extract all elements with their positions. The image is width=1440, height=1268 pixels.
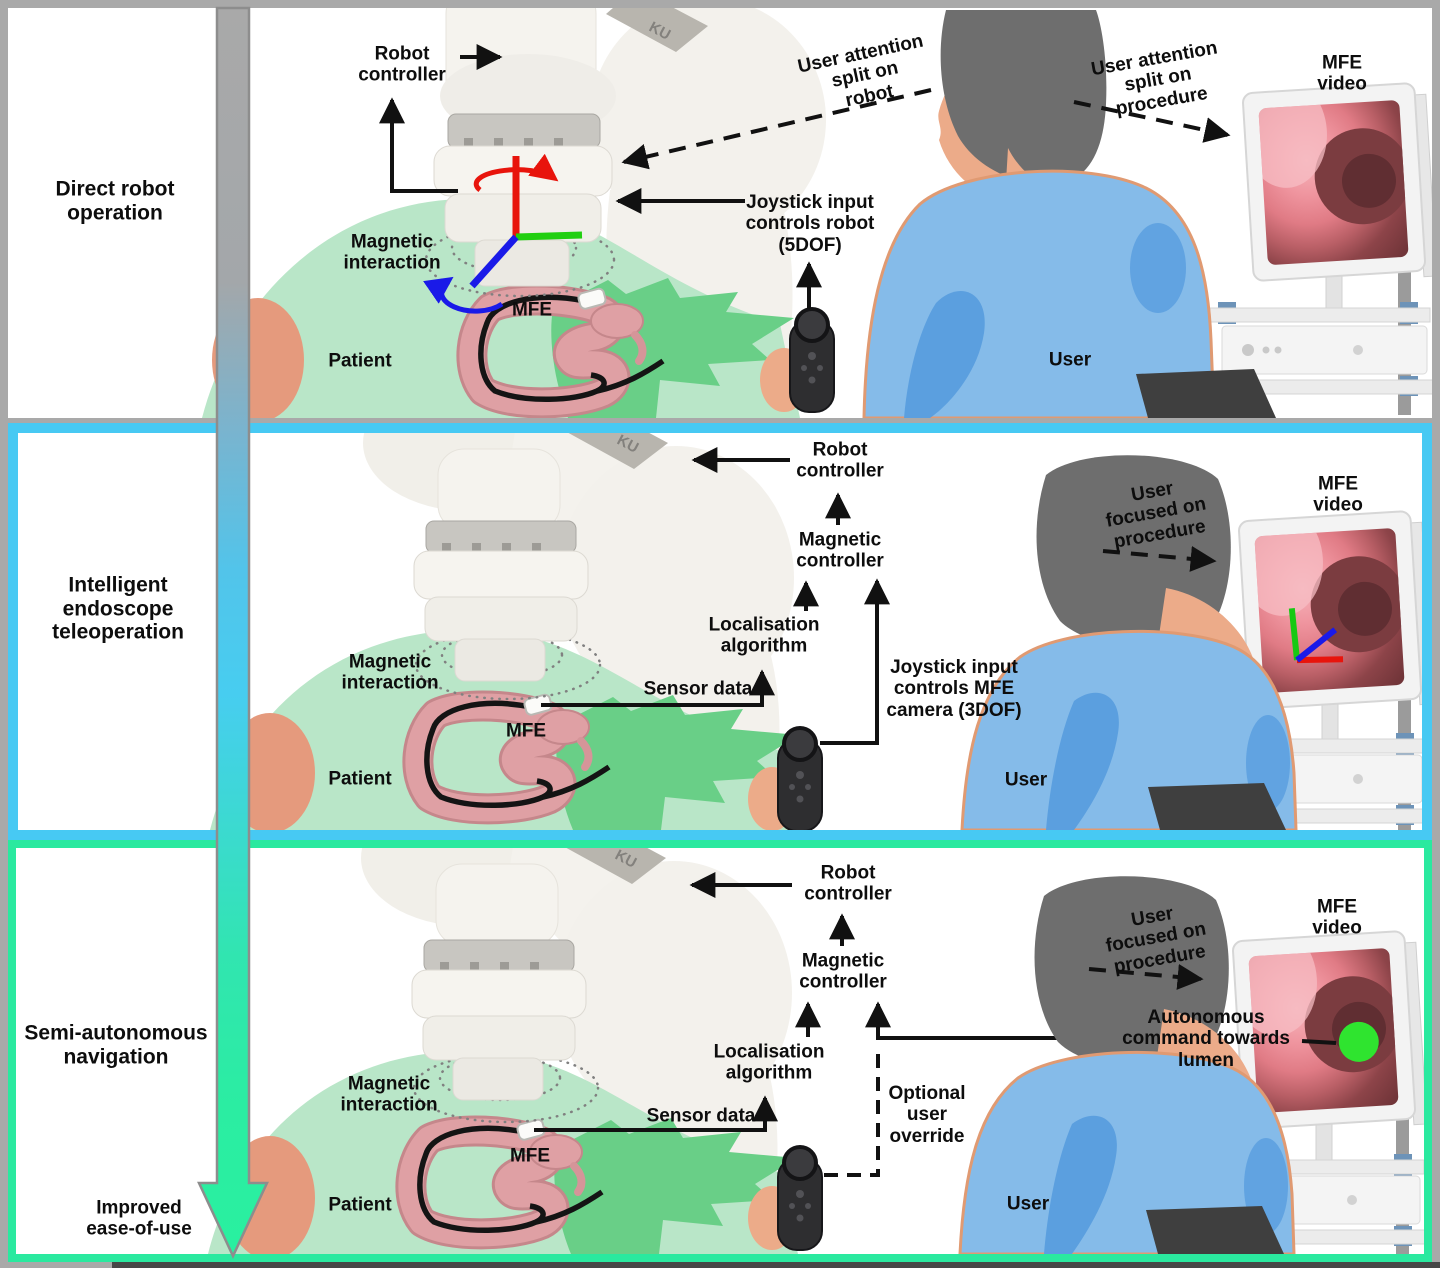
- user-shirt: [958, 1050, 1296, 1254]
- lumen-target-dot: [1338, 1021, 1379, 1062]
- connector-arrows: [541, 447, 1217, 745]
- label-patient: Patient: [328, 1194, 392, 1216]
- label-sensor-data: Sensor data: [643, 678, 753, 700]
- user-hair: [940, 10, 1107, 185]
- label-joystick-input: Joystick input controls MFE camera (3DOF…: [886, 657, 1022, 721]
- label-robot-controller: Robot controller: [358, 43, 446, 86]
- panel-title: Intelligent endoscope teleoperation: [52, 573, 184, 644]
- label-improved-ease-of-use: Improved ease-of-use: [86, 1197, 192, 1240]
- label-user: User: [1006, 1193, 1050, 1215]
- label-magnetic-interaction: Magnetic interaction: [340, 1073, 438, 1116]
- panel-direct-robot-operation: KU: [8, 8, 1432, 418]
- connector-arrows: [379, 44, 1231, 309]
- label-magnetic-controller: Magnetic controller: [796, 529, 884, 572]
- label-sensor-data: Sensor data: [646, 1105, 756, 1127]
- dashed-override-line: [824, 1046, 880, 1177]
- arrow-flange-to-robotcontroller: [379, 97, 458, 193]
- desk: [1148, 783, 1286, 830]
- joystick: [748, 1145, 823, 1251]
- label-magnetic-interaction: Magnetic interaction: [343, 231, 441, 274]
- arrow-joystick-to-magnetic: [820, 578, 890, 745]
- mfe-monitor: [1242, 82, 1432, 282]
- endoscope-cable: [417, 1125, 604, 1233]
- panel-intelligent-endoscope-teleoperation: KU: [8, 423, 1432, 840]
- patient-head: [225, 713, 315, 830]
- mfe-monitor: [1232, 930, 1424, 1130]
- label-optional-override: Optional user override: [888, 1083, 966, 1147]
- label-patient: Patient: [328, 768, 392, 790]
- endoscope-cable: [478, 294, 665, 402]
- autonomous-command-line-right: [1301, 1039, 1337, 1045]
- label-patient: Patient: [328, 350, 392, 372]
- user-figure: [960, 455, 1298, 830]
- panel-title: Direct robot operation: [55, 177, 175, 224]
- label-mfe: MFE: [509, 1145, 551, 1167]
- scene-semi-autonomous: KU: [208, 848, 1424, 1254]
- colon-and-endoscope: [402, 690, 611, 825]
- user-figure: [958, 876, 1296, 1254]
- mfe-monitor: [1238, 510, 1422, 710]
- endoscope-cable: [424, 700, 611, 808]
- magnet-end-effector: [413, 520, 589, 682]
- label-autonomous-command: Autonomous command towards lumen: [1122, 1007, 1290, 1071]
- user-figure: [862, 10, 1276, 418]
- label-mfe-video: MFE video: [1317, 52, 1367, 95]
- colon-and-endoscope: [395, 1115, 604, 1250]
- joystick: [760, 307, 835, 413]
- dashed-attention-to-robot: [621, 88, 932, 170]
- panel-title: Semi-autonomous navigation: [24, 1021, 208, 1068]
- dashed-focus-to-screen: [1102, 545, 1217, 572]
- label-joystick-input: Joystick input controls robot (5DOF): [745, 192, 875, 256]
- panel-semi-autonomous-navigation: KU: [8, 840, 1432, 1262]
- label-user: User: [1004, 769, 1048, 791]
- bottom-edge-strip: [112, 1262, 1440, 1268]
- dashed-focus-to-screen: [1088, 963, 1204, 990]
- label-mfe-video: MFE video: [1312, 896, 1362, 939]
- connector-arrows: [534, 872, 1337, 1177]
- arrow-sensordata-to-localisation: [534, 1095, 778, 1132]
- scene-direct-robot-operation: KU: [202, 8, 1432, 418]
- desk: [1136, 369, 1276, 418]
- label-user: User: [1048, 349, 1092, 371]
- label-mfe: MFE: [505, 720, 547, 742]
- user-shirt: [960, 629, 1298, 830]
- label-magnetic-interaction: Magnetic interaction: [341, 651, 439, 694]
- scene-intelligent-teleoperation: KU: [210, 433, 1422, 830]
- label-mfe: MFE: [511, 299, 553, 321]
- mfe-capsule: [577, 287, 607, 310]
- colon-and-endoscope: [456, 284, 665, 418]
- label-magnetic-controller: Magnetic controller: [799, 950, 887, 993]
- label-mfe-video: MFE video: [1313, 473, 1363, 516]
- desk: [1146, 1206, 1284, 1254]
- label-robot-controller: Robot controller: [796, 439, 884, 482]
- label-robot-controller: Robot controller: [804, 862, 892, 905]
- label-localisation-algorithm: Localisation algorithm: [708, 614, 820, 657]
- patient-head: [212, 298, 304, 418]
- magnet-end-effector: [423, 113, 613, 314]
- mfe-capsule: [516, 1118, 546, 1141]
- effector-frame-axes: [423, 153, 583, 314]
- label-localisation-algorithm: Localisation algorithm: [713, 1041, 825, 1084]
- joystick: [748, 726, 823, 830]
- arrow-sensordata-to-localisation: [541, 669, 775, 707]
- magnet-end-effector: [411, 939, 587, 1101]
- camera-frame-axes: [1288, 608, 1344, 664]
